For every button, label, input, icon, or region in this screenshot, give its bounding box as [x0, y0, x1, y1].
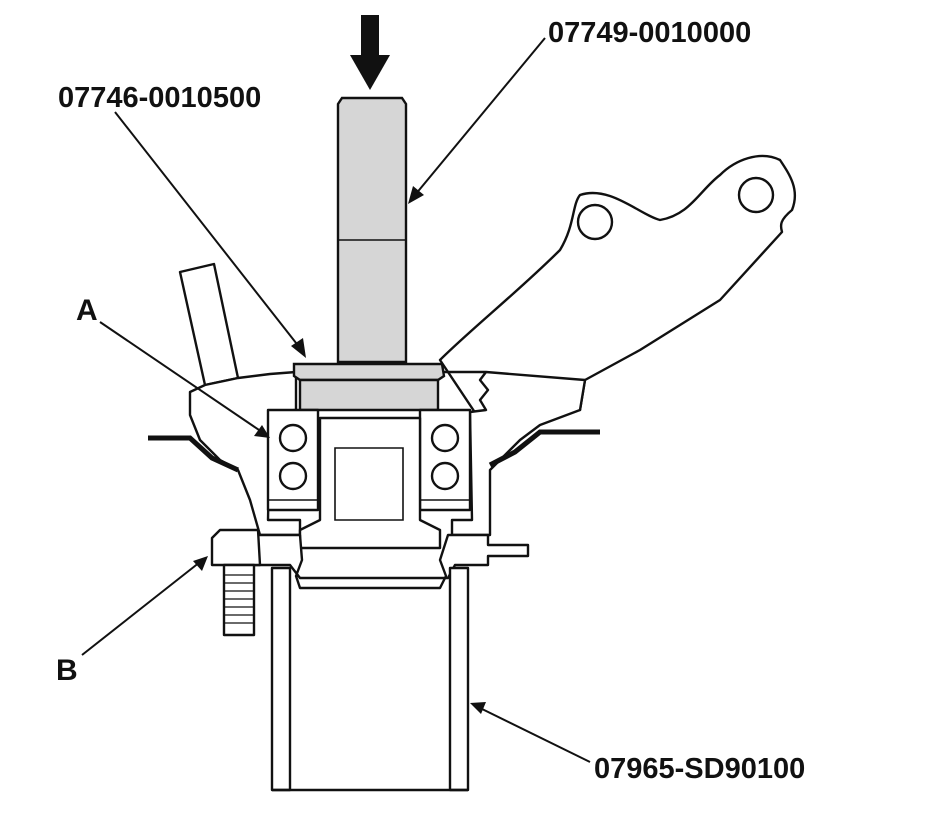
driver-tool	[336, 96, 408, 364]
knuckle-housing-right	[440, 370, 587, 537]
knuckle-arm	[438, 154, 797, 422]
wheel-bearing	[266, 408, 472, 512]
left-plate	[148, 435, 240, 473]
right-plate	[488, 429, 600, 468]
leader-a	[99, 321, 270, 438]
leader-b	[81, 556, 208, 656]
leader-driver	[408, 37, 546, 204]
attachment-tool	[292, 362, 446, 412]
base-label: 07965-SD90100	[594, 753, 805, 785]
press-arrow	[350, 15, 390, 90]
callout-a: A	[76, 294, 98, 327]
hub-bolt	[210, 528, 262, 637]
callout-b: B	[56, 654, 78, 687]
knuckle-housing-left	[188, 370, 302, 537]
arm-hole-right	[737, 176, 775, 214]
knuckle-stub	[178, 262, 240, 387]
wheel-hub	[253, 416, 530, 590]
base-tool	[270, 566, 470, 792]
leader-base	[470, 702, 591, 763]
arm-hole-left	[576, 203, 614, 241]
driver-label: 07749-0010000	[548, 17, 751, 49]
attachment-label: 07746-0010500	[58, 82, 261, 114]
leader-attachment	[114, 111, 306, 358]
